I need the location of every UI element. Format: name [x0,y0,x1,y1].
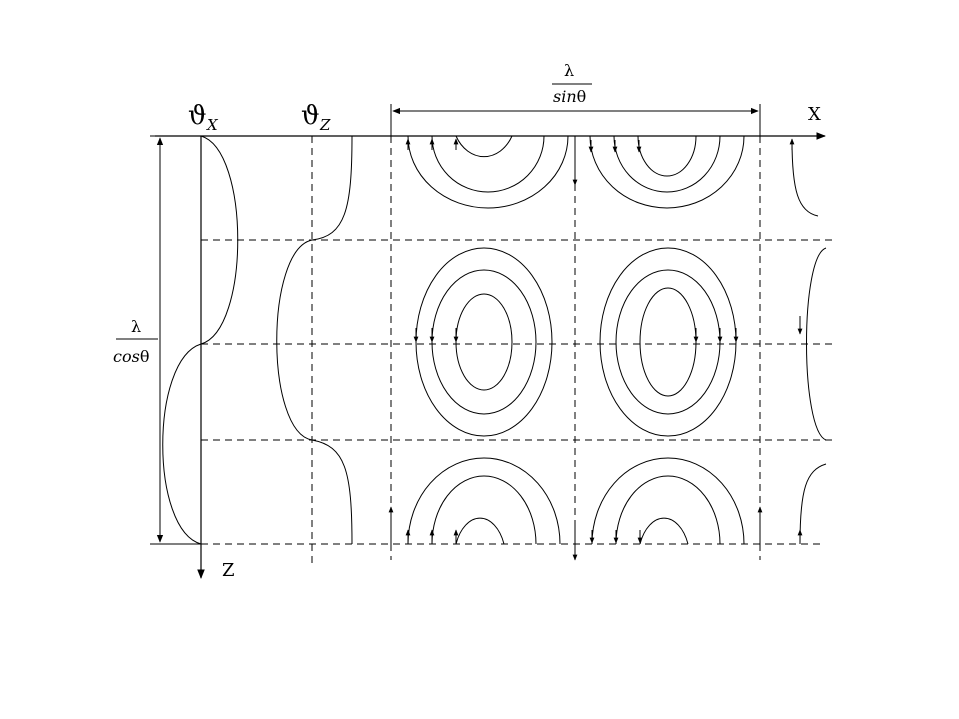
right-partial-middle [806,247,827,441]
middle-cell-left [415,247,553,437]
top-cell-left [407,135,569,209]
left-frac-den-theta: θ [140,347,150,366]
right-partial-bottom [799,463,827,545]
left-fraction: λ cosθ [113,317,158,366]
theta-z-profile [276,135,353,545]
x-axis-label: X [808,104,821,125]
theta-x-profile [162,135,239,545]
left-frac-denominator: cosθ [113,347,149,366]
bottom-cell-left [407,457,561,545]
top-frac-numerator: λ [564,61,574,80]
top-fraction: λ sinθ [552,61,592,106]
top-frac-den-theta: θ [577,87,587,106]
left-frac-den-text: cos [113,347,140,366]
top-arrows [405,138,795,186]
bottom-arrows [388,506,803,561]
top-frac-den-text: sin [553,87,577,106]
theta-x-subscript: X [206,116,219,134]
theta-x-label: ϑ [188,101,207,131]
theta-z-subscript: Z [319,116,331,134]
middle-arrows [413,316,803,343]
top-cell-right [589,135,745,209]
bottom-cell-right [591,457,745,545]
theta-z-label: ϑ [301,101,320,131]
z-axis-label: Z [222,560,235,581]
middle-cell-right [599,247,737,437]
right-partial-top [791,139,819,217]
left-frac-numerator: λ [131,317,141,336]
top-frac-denominator: sinθ [553,87,586,106]
